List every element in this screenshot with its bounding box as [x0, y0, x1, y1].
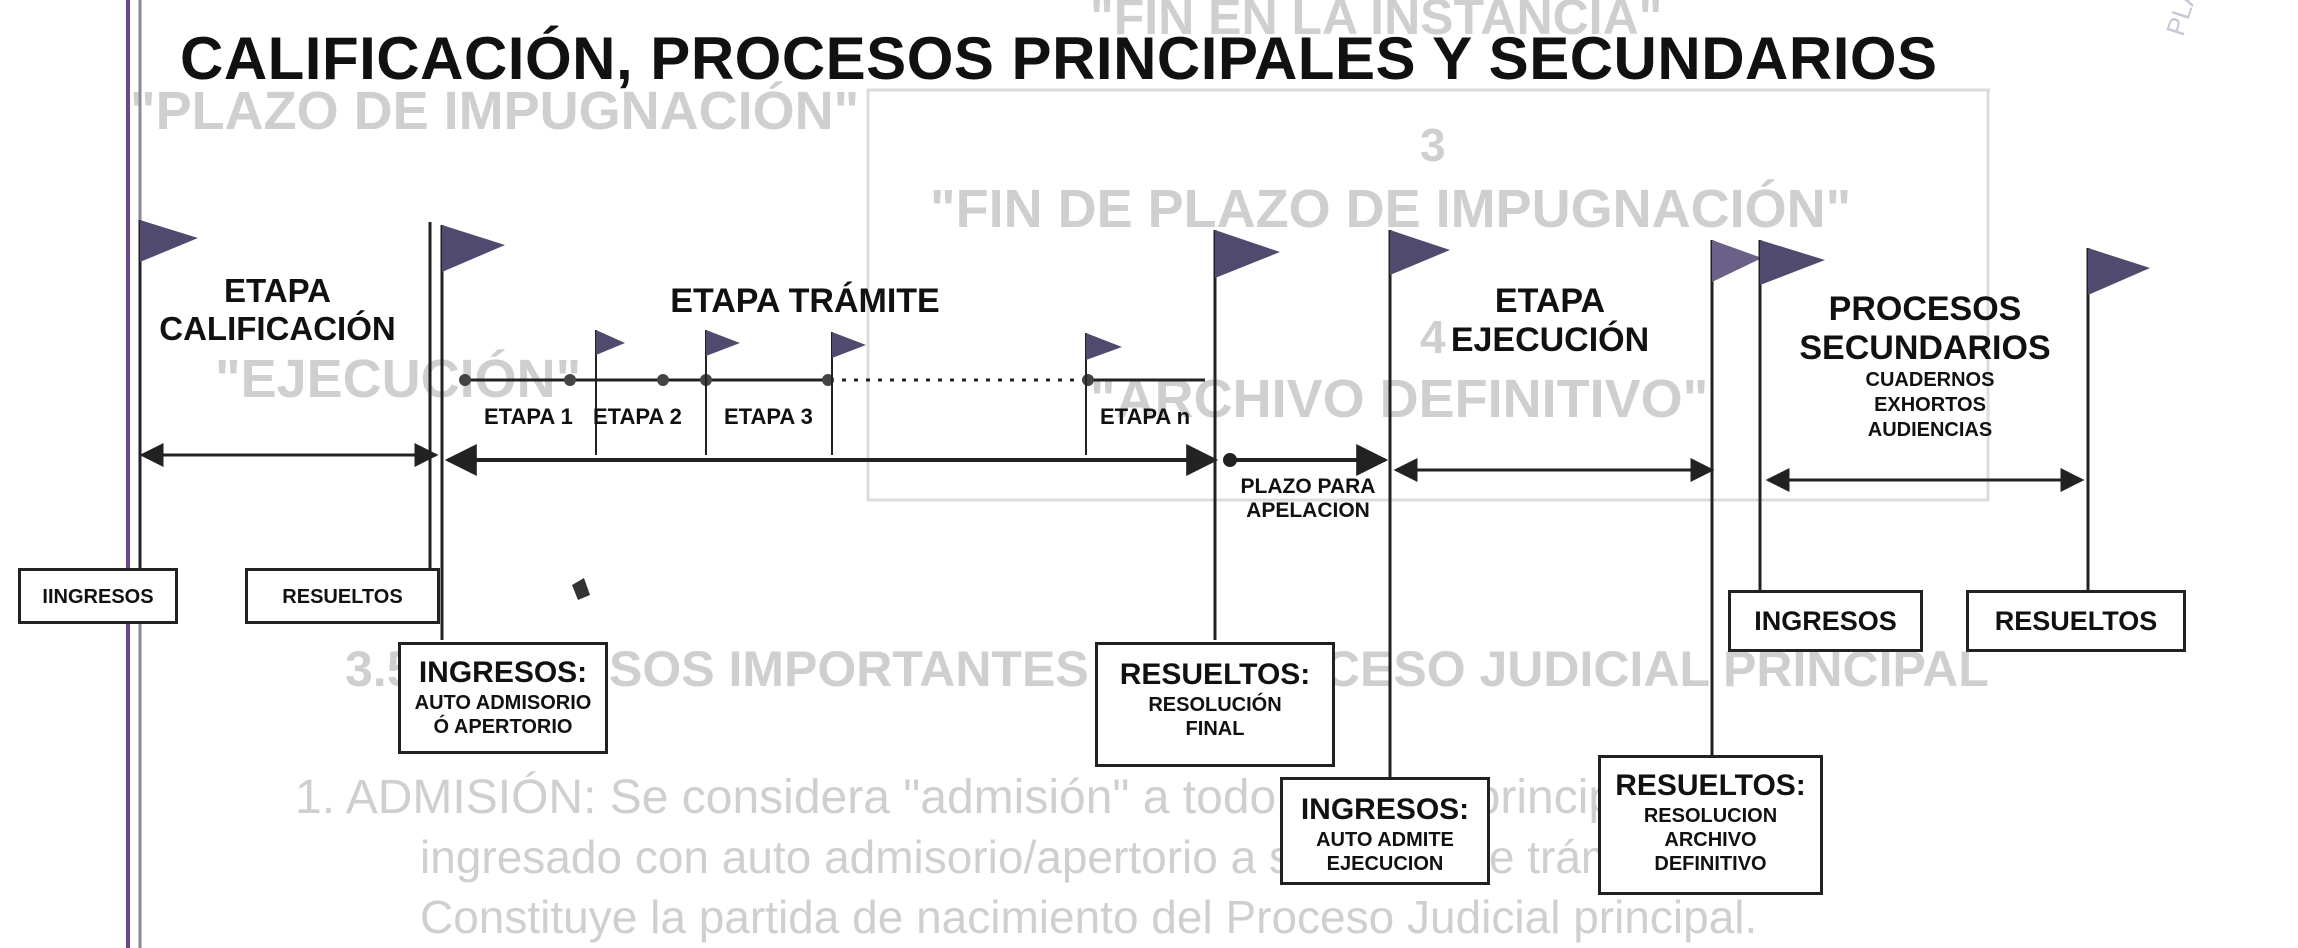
box-resueltos-archivo-body: RESOLUCION ARCHIVO DEFINITIVO [1643, 805, 1778, 875]
box-ingresos-calificacion-text: IINGRESOS [42, 586, 154, 608]
flag-etapa-1 [595, 330, 625, 455]
substage-dot [459, 374, 471, 386]
box-resueltos-archivo-definitivo: RESUELTOS: RESOLUCION ARCHIVO DEFINITIVO [1598, 755, 1823, 895]
substage-label-2: ETAPA 2 [593, 404, 682, 429]
box-resueltos-final-head: RESUELTOS: [1119, 658, 1311, 691]
flag-calificacion [138, 220, 198, 585]
box-resueltos-calificacion-text: RESUELTOS [282, 586, 403, 608]
flag-inicio-tramite [428, 222, 505, 640]
flag-etapa-3 [831, 332, 866, 455]
substage-dot [657, 374, 669, 386]
substage-dot [564, 374, 576, 386]
bg-frame [866, 88, 1990, 502]
box-ingresos-auto-body: AUTO ADMISORIO Ó APERTORIO [414, 692, 592, 738]
secundarios-items: CUADERNOS EXHORTOS AUDIENCIAS [1865, 369, 1995, 441]
flag-fin-ejecucion [1710, 240, 1762, 775]
box-ingresos-auto-admisorio: INGRESOS: AUTO ADMISORIO Ó APERTORIO [398, 642, 608, 754]
flag-ejecucion [1388, 230, 1450, 780]
box-ingresos-auto-ejecucion: INGRESOS: AUTO ADMITE EJECUCION [1280, 777, 1490, 885]
flag-etapa-n [1085, 333, 1122, 455]
bg-num-3: 3 [1420, 119, 1446, 171]
stray-mark [572, 578, 590, 600]
bg-plazo-impugnacion: "PLAZO DE IMPUGNACIÓN" [130, 81, 860, 141]
plazo-start-dot [1223, 453, 1237, 467]
substage-dot [1082, 374, 1094, 386]
box-resueltos-secundarios-text: RESUELTOS [1994, 606, 2158, 636]
stage-label-tramite: ETAPA TRÁMITE [670, 282, 940, 320]
box-ingresos-secundarios-text: INGRESOS [1754, 606, 1897, 636]
box-resueltos-resolucion-final: RESUELTOS: RESOLUCIÓN FINAL [1095, 642, 1335, 767]
stage-label-secundarios: PROCESOS SECUNDARIOS [1799, 290, 2051, 368]
flag-secundarios-fin [2086, 248, 2150, 590]
bg-num-4: 4 [1420, 311, 1446, 363]
box-resueltos-calificacion: RESUELTOS [245, 568, 440, 624]
flag-etapa-2 [705, 330, 740, 455]
substage-label-n: ETAPA n [1100, 404, 1191, 429]
bg-fin-instancia: "FIN EN LA INSTANCIA" [1090, 0, 1663, 45]
box-resueltos-secundarios: RESUELTOS [1966, 590, 2186, 652]
box-ingresos-auto-head: INGRESOS: [418, 656, 588, 689]
box-ingresos-calificacion: IINGRESOS [18, 568, 178, 624]
box-ingresos-ejec-head: INGRESOS: [1300, 793, 1470, 826]
box-resueltos-archivo-head: RESUELTOS: [1615, 769, 1806, 802]
flag-secundarios-inicio [1758, 240, 1825, 590]
flag-fin-tramite [1213, 230, 1280, 640]
page-title: CALIFICACIÓN, PROCESOS PRINCIPALES Y SEC… [180, 25, 1938, 92]
stage-label-calificacion: ETAPA CALIFICACIÓN [159, 272, 396, 347]
bg-paragraph-line-3: Constituye la partida de nacimiento del … [420, 891, 1758, 943]
substage-label-3: ETAPA 3 [724, 404, 813, 429]
box-ingresos-ejec-body: AUTO ADMITE EJECUCION [1316, 829, 1454, 875]
box-resueltos-final-body: RESOLUCIÓN FINAL [1148, 694, 1282, 740]
bg-fin-plazo: "FIN DE PLAZO DE IMPUGNACIÓN" [930, 179, 1852, 239]
plazo-apelacion-label: PLAZO PARA APELACION [1240, 475, 1376, 523]
box-ingresos-secundarios: INGRESOS [1728, 590, 1923, 652]
stage-label-ejecucion: ETAPA EJECUCIÓN [1450, 282, 1650, 360]
substage-label-1: ETAPA 1 [484, 404, 573, 429]
